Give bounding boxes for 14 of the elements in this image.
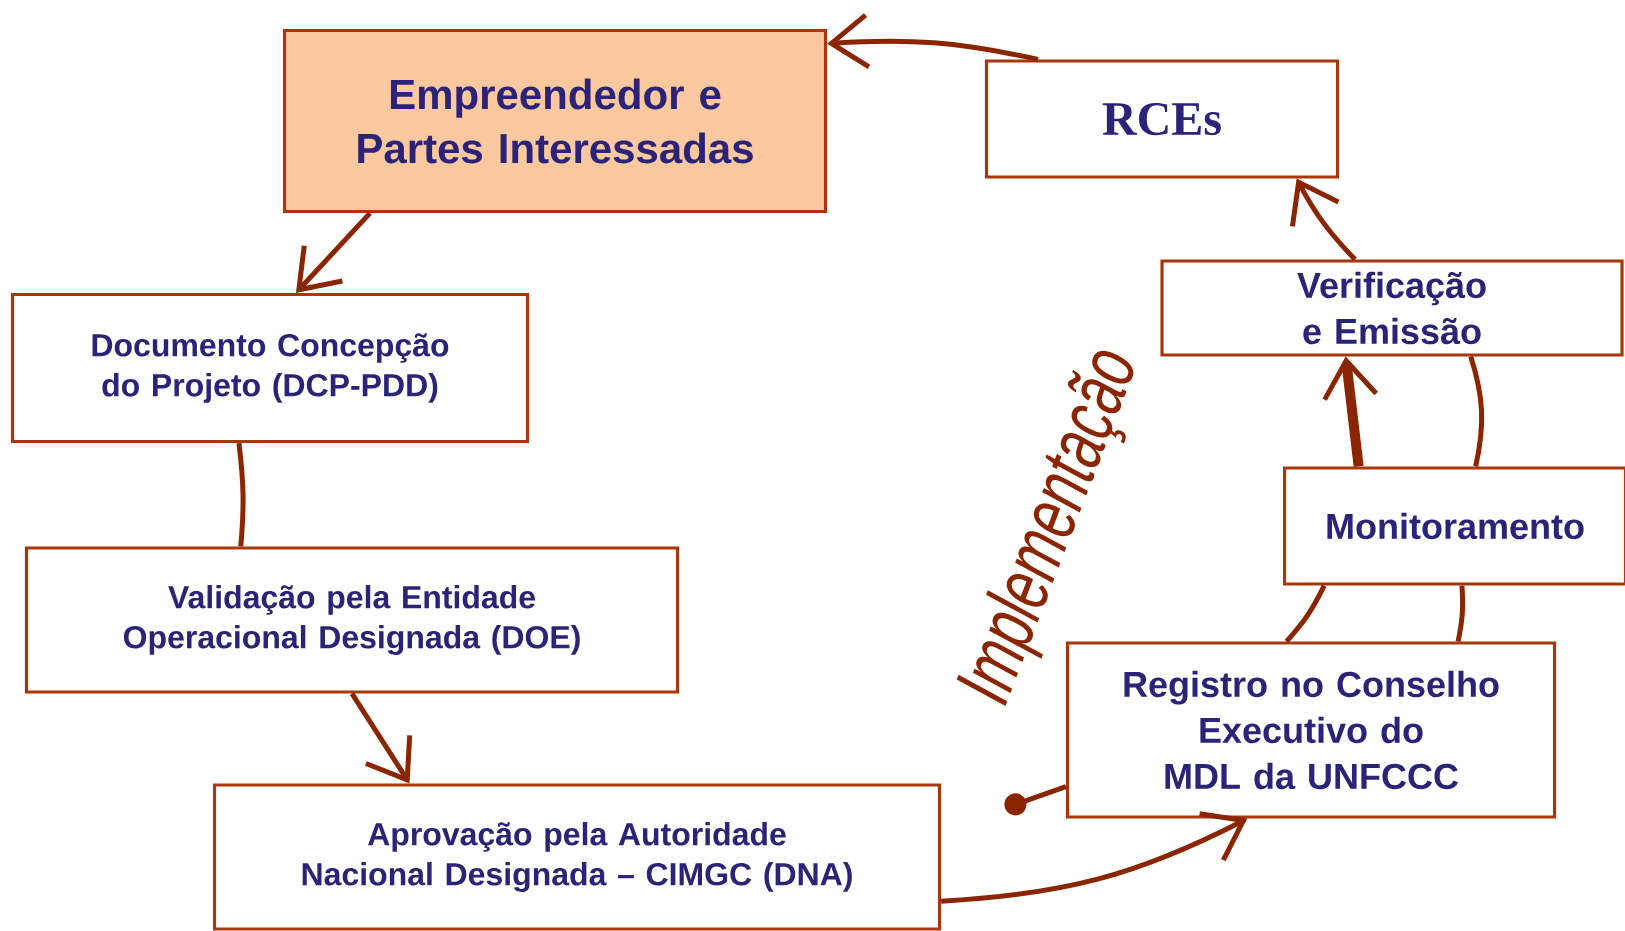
process-box: Verificação e Emissão	[1160, 259, 1624, 357]
connector-line	[1455, 585, 1466, 642]
connector-line	[1284, 584, 1327, 644]
process-box: Validação pela Entidade Operacional Designada (DOE)	[24, 546, 680, 694]
dot-line	[1004, 784, 1067, 816]
process-box: Aprovação pela Autoridade Nacional Designada – CIMGC (DNA)	[212, 783, 942, 931]
connector-line	[1468, 355, 1485, 467]
process-box: RCEs	[984, 59, 1340, 179]
arrow	[827, 13, 1039, 70]
process-box: Empreendedor e Partes Interessadas	[282, 28, 828, 214]
connector-line	[236, 442, 246, 547]
process-box: Documento Concepção do Projeto (DCP-PDD)	[10, 292, 530, 444]
process-box: Monitoramento	[1282, 466, 1625, 586]
arrow	[940, 811, 1248, 904]
